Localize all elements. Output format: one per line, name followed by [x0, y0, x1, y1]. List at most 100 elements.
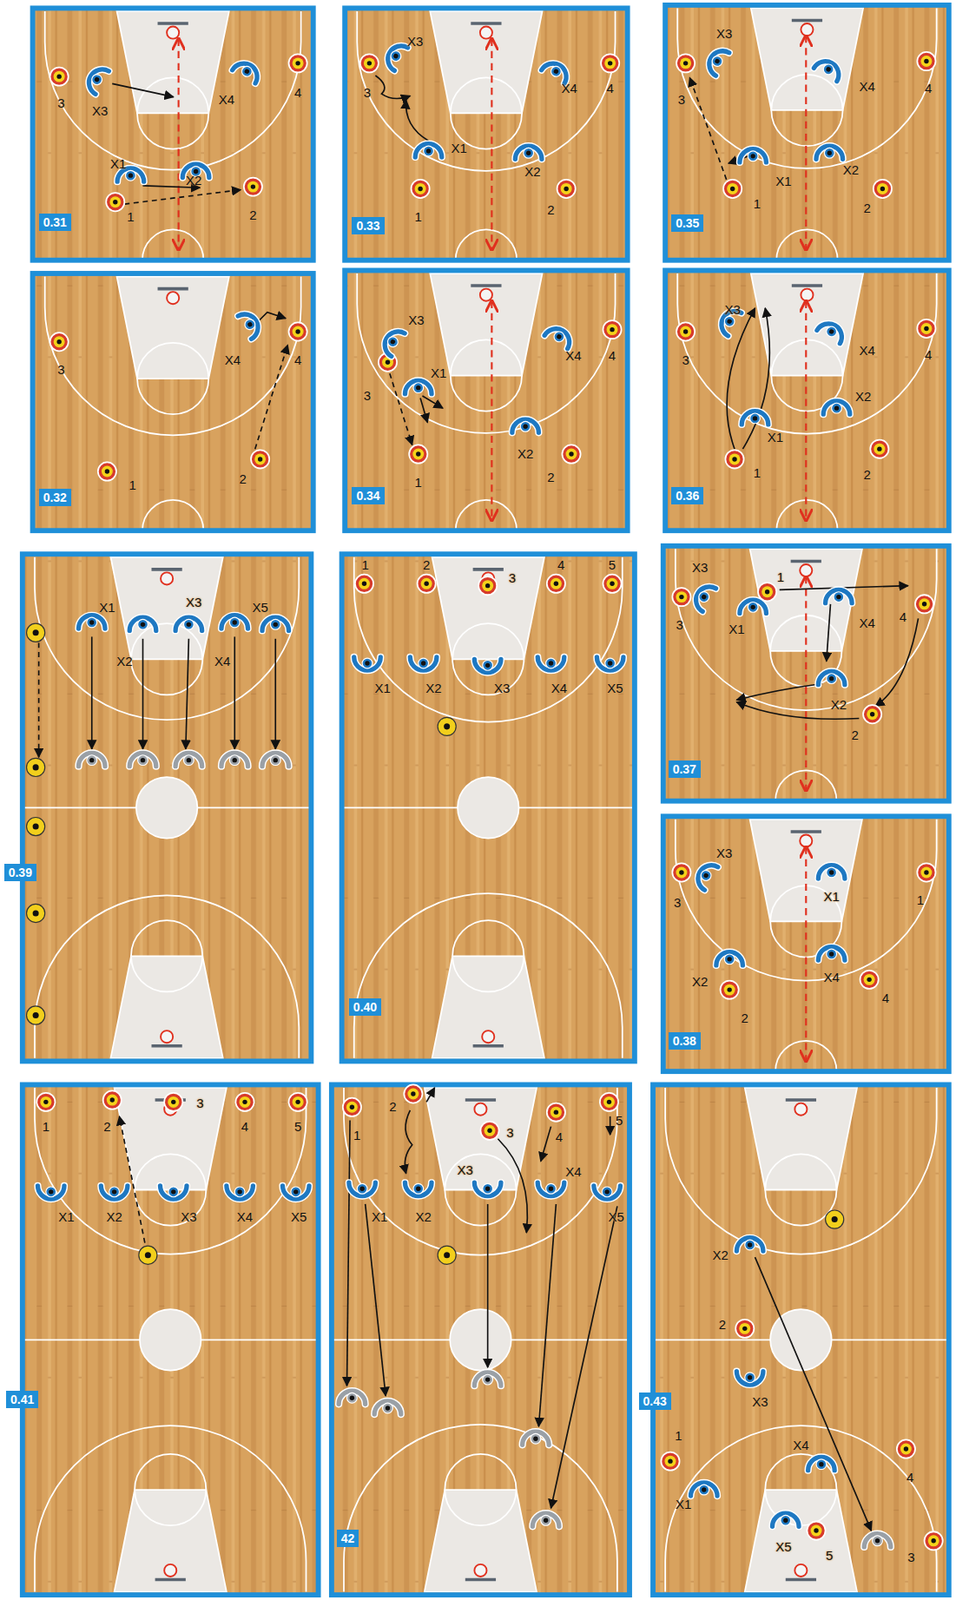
offense-head [880, 186, 885, 192]
court-panel [344, 270, 627, 531]
free-throw-circle [764, 1153, 837, 1226]
offense-player [873, 179, 892, 198]
offense-player [289, 1093, 308, 1112]
offense-head [250, 184, 256, 189]
defender-player-head [818, 1462, 824, 1467]
basket-ring [474, 1103, 487, 1116]
offense-player [916, 863, 936, 882]
coach-player [26, 1006, 46, 1025]
defender-player-arms [739, 149, 767, 163]
basket-ring [164, 1564, 177, 1577]
backboard [155, 1578, 186, 1583]
player-label: X4 [859, 615, 876, 629]
defender-player-body [86, 617, 98, 628]
offense-body [916, 52, 936, 71]
player-label: X4 [218, 92, 235, 106]
player-label: 3 [675, 618, 683, 632]
offense-head [764, 589, 770, 594]
player-label: X3 [716, 26, 732, 40]
defender-player-outline [226, 1186, 254, 1200]
diagram-number: 0.37 [668, 760, 701, 778]
offense-inner [363, 57, 376, 69]
center-circle [142, 500, 205, 531]
defender-player-arms [382, 40, 409, 71]
defender-player-arms [808, 1457, 836, 1471]
defender-player [175, 617, 203, 631]
defender-player-outline [474, 659, 502, 673]
player-label: X4 [565, 1164, 581, 1178]
defender-player-head [392, 52, 399, 60]
offense-head [295, 1100, 300, 1105]
backboard [470, 283, 502, 288]
defender-player [736, 1238, 764, 1252]
ghost-defender [262, 752, 290, 766]
player-label: 1 [674, 1429, 682, 1443]
offense-body [916, 863, 936, 882]
offense-head [930, 1538, 936, 1543]
ghost-defender-body [872, 1536, 884, 1547]
player-label: 3 [57, 362, 65, 376]
offense-inner [606, 578, 619, 590]
offense-inner [566, 448, 578, 461]
player-label: 1 [753, 466, 761, 480]
court-floor [22, 1084, 319, 1596]
defender-player-outline [474, 1182, 502, 1196]
defender-player-head [293, 1189, 298, 1194]
player-label: 3 [363, 85, 371, 99]
court-floor [665, 270, 950, 531]
player-label: X4 [224, 352, 241, 366]
defender-player-outline [704, 46, 730, 76]
player-label: X3 [751, 1395, 768, 1409]
backboard [465, 1578, 496, 1583]
defender-player [262, 617, 290, 631]
player-label: X2 [185, 172, 202, 186]
defender-player-arms [78, 615, 106, 629]
court-panel [32, 273, 314, 531]
offense-player [672, 587, 691, 607]
defender-player-head [140, 622, 146, 627]
defender-player [704, 46, 730, 76]
player-label: 2 [851, 728, 859, 742]
ghost-defender-arms [863, 1534, 891, 1548]
defender-player [514, 145, 542, 159]
player-label: 3 [907, 1550, 915, 1564]
coach-player [26, 623, 46, 642]
ghost-defender-body [229, 755, 240, 766]
defender-player-body [546, 1183, 557, 1194]
ghost-defender-arms [532, 1513, 560, 1527]
court-floor [663, 816, 950, 1072]
defender-player-arms [404, 380, 432, 394]
player-label: X3 [407, 34, 423, 48]
move-arrow [487, 1204, 489, 1368]
ghost-defender-outline [532, 1513, 560, 1527]
defender-player [221, 615, 249, 629]
defender-player-body [826, 673, 838, 685]
defender-player-arms [84, 64, 110, 94]
offense-body [602, 574, 621, 594]
coach-head [32, 629, 40, 636]
defender-player-arms [380, 326, 406, 357]
free-throw-circle [452, 623, 524, 695]
move-arrow [426, 1087, 435, 1102]
defender-player [816, 145, 844, 159]
move-arrow [347, 1120, 351, 1387]
defender-player-arms [404, 1182, 432, 1196]
defender-player-arms [704, 46, 730, 76]
player-label: X3 [494, 680, 510, 694]
player-label: X1 [775, 173, 792, 187]
defender-player-head [232, 619, 238, 625]
ghost-defender-arms [221, 752, 249, 766]
defender-player [817, 865, 845, 879]
defender-player-head [829, 676, 834, 681]
offense-body [870, 440, 889, 459]
offense-inner [53, 336, 66, 348]
coach-player [138, 1246, 158, 1265]
offense-body [408, 444, 428, 463]
defender-player-head [701, 1487, 706, 1492]
key-paint [432, 956, 545, 1059]
court-panel [665, 270, 950, 531]
player-label: X2 [425, 680, 442, 694]
ghost-defender-head [273, 758, 278, 763]
defender-player-outline [691, 581, 717, 612]
ghost-defender [474, 1372, 502, 1386]
